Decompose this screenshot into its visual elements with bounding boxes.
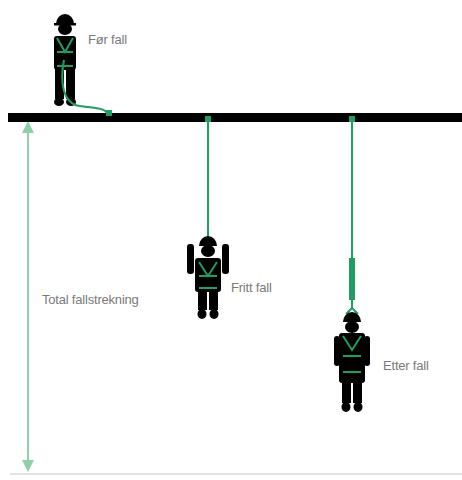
anchor-point [349,116,355,122]
state-label: Før fall [88,32,127,47]
state-label: Etter fall [383,358,429,373]
anchor-point [205,116,211,122]
worker-standing [54,14,107,113]
beam [8,113,462,122]
dimension-label: Total fallstrekning [42,292,139,307]
worker-free-fall [187,122,229,319]
state-label: Fritt fall [231,280,272,295]
distance-arrow [22,121,34,472]
shock-absorber [349,258,355,300]
ground-line [10,474,462,475]
worker-after-fall [334,122,370,412]
